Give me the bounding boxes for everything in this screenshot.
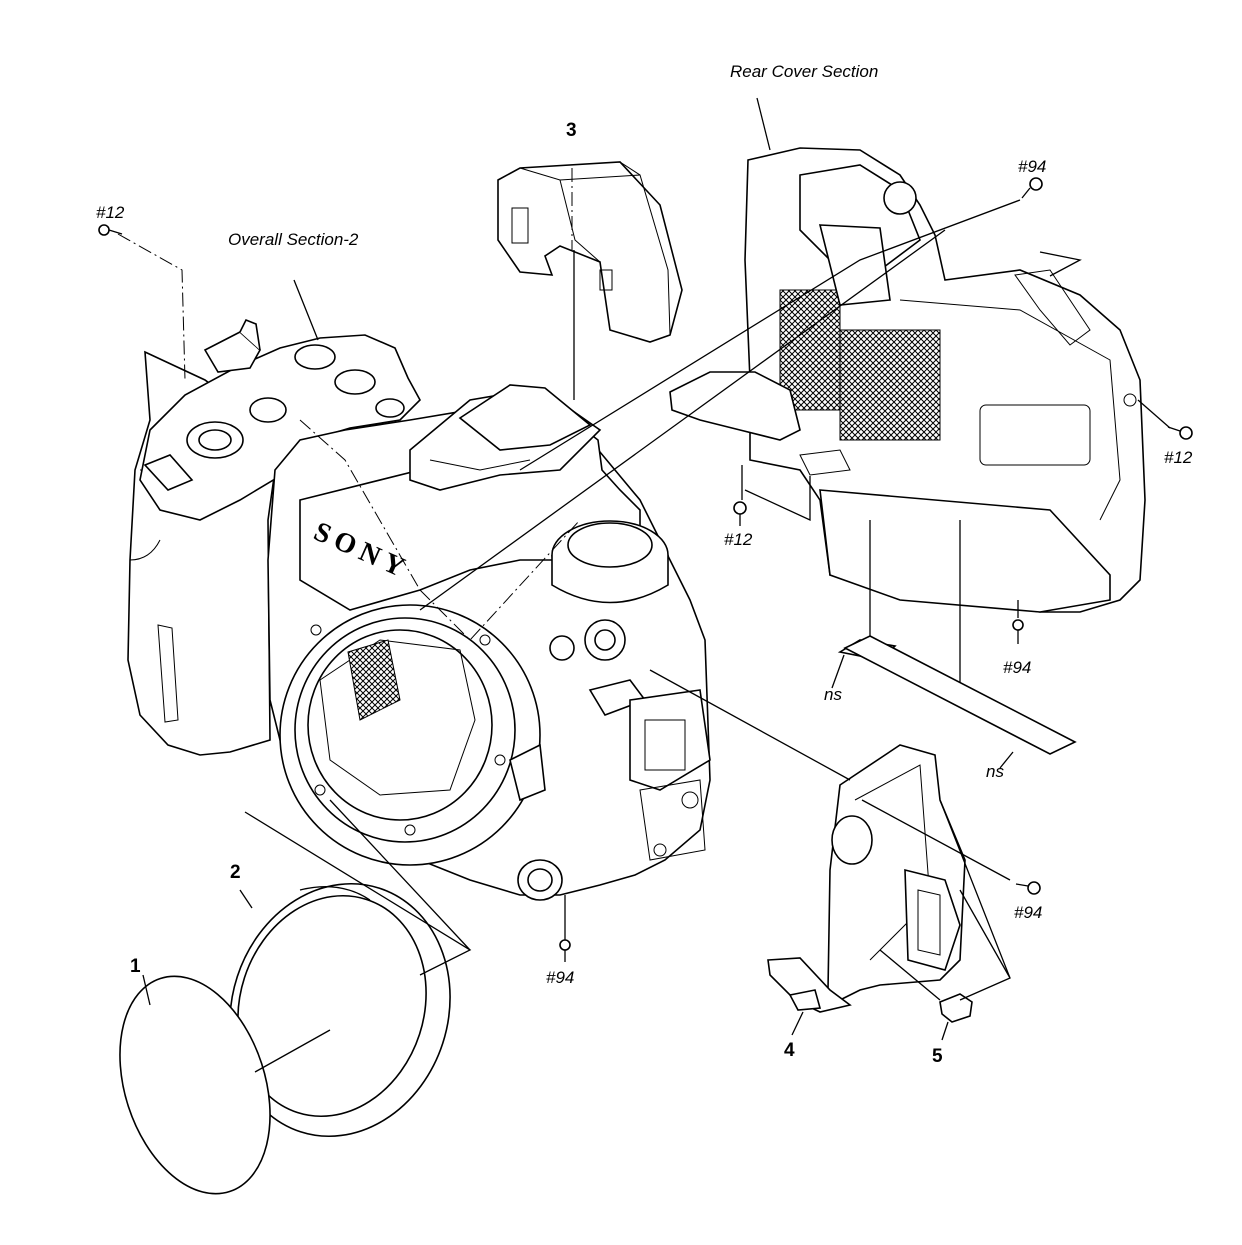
screw-icon <box>1012 619 1024 644</box>
part-3-label: 3 <box>566 120 577 141</box>
screw-label-12-top-left: #12 <box>96 203 125 222</box>
screw-icon <box>1015 881 1041 895</box>
screw-label-94-middle-right: #94 <box>1003 658 1031 677</box>
ns-label: ns <box>986 762 1004 781</box>
part-1-cap-seal <box>119 975 271 1195</box>
part-2-label: 2 <box>230 862 241 883</box>
screw-icon <box>1021 177 1043 199</box>
ns-label: ns <box>824 685 842 704</box>
screw-label-94-side-door: #94 <box>1014 903 1042 922</box>
screw-icon <box>98 224 123 236</box>
screw-icons <box>98 177 1193 962</box>
rear-cover <box>669 147 1146 613</box>
rear-cover-section-label: Rear Cover Section <box>730 62 878 81</box>
part-1-label: 1 <box>130 956 141 977</box>
part-4-label: 4 <box>784 1040 795 1061</box>
screw-label-94-top-right: #94 <box>1018 157 1046 176</box>
overall-section-label: Overall Section-2 <box>228 230 359 249</box>
assembly-lines <box>117 97 1171 1073</box>
screw-label-12-middle: #12 <box>724 530 753 549</box>
screw-icon <box>1167 426 1193 440</box>
screw-icon <box>559 939 571 962</box>
screw-icon <box>733 501 747 526</box>
part-4-side-door <box>767 744 966 1013</box>
part-3-eyecup <box>497 161 683 343</box>
screw-label-12-right: #12 <box>1164 448 1193 467</box>
mount-screws <box>310 624 506 836</box>
camera-body: SONY <box>127 318 711 901</box>
part-5-cap <box>939 993 973 1023</box>
part-5-label: 5 <box>932 1046 943 1067</box>
part-2-body-cap <box>229 882 451 1138</box>
screw-label-94-bottom: #94 <box>546 968 574 987</box>
